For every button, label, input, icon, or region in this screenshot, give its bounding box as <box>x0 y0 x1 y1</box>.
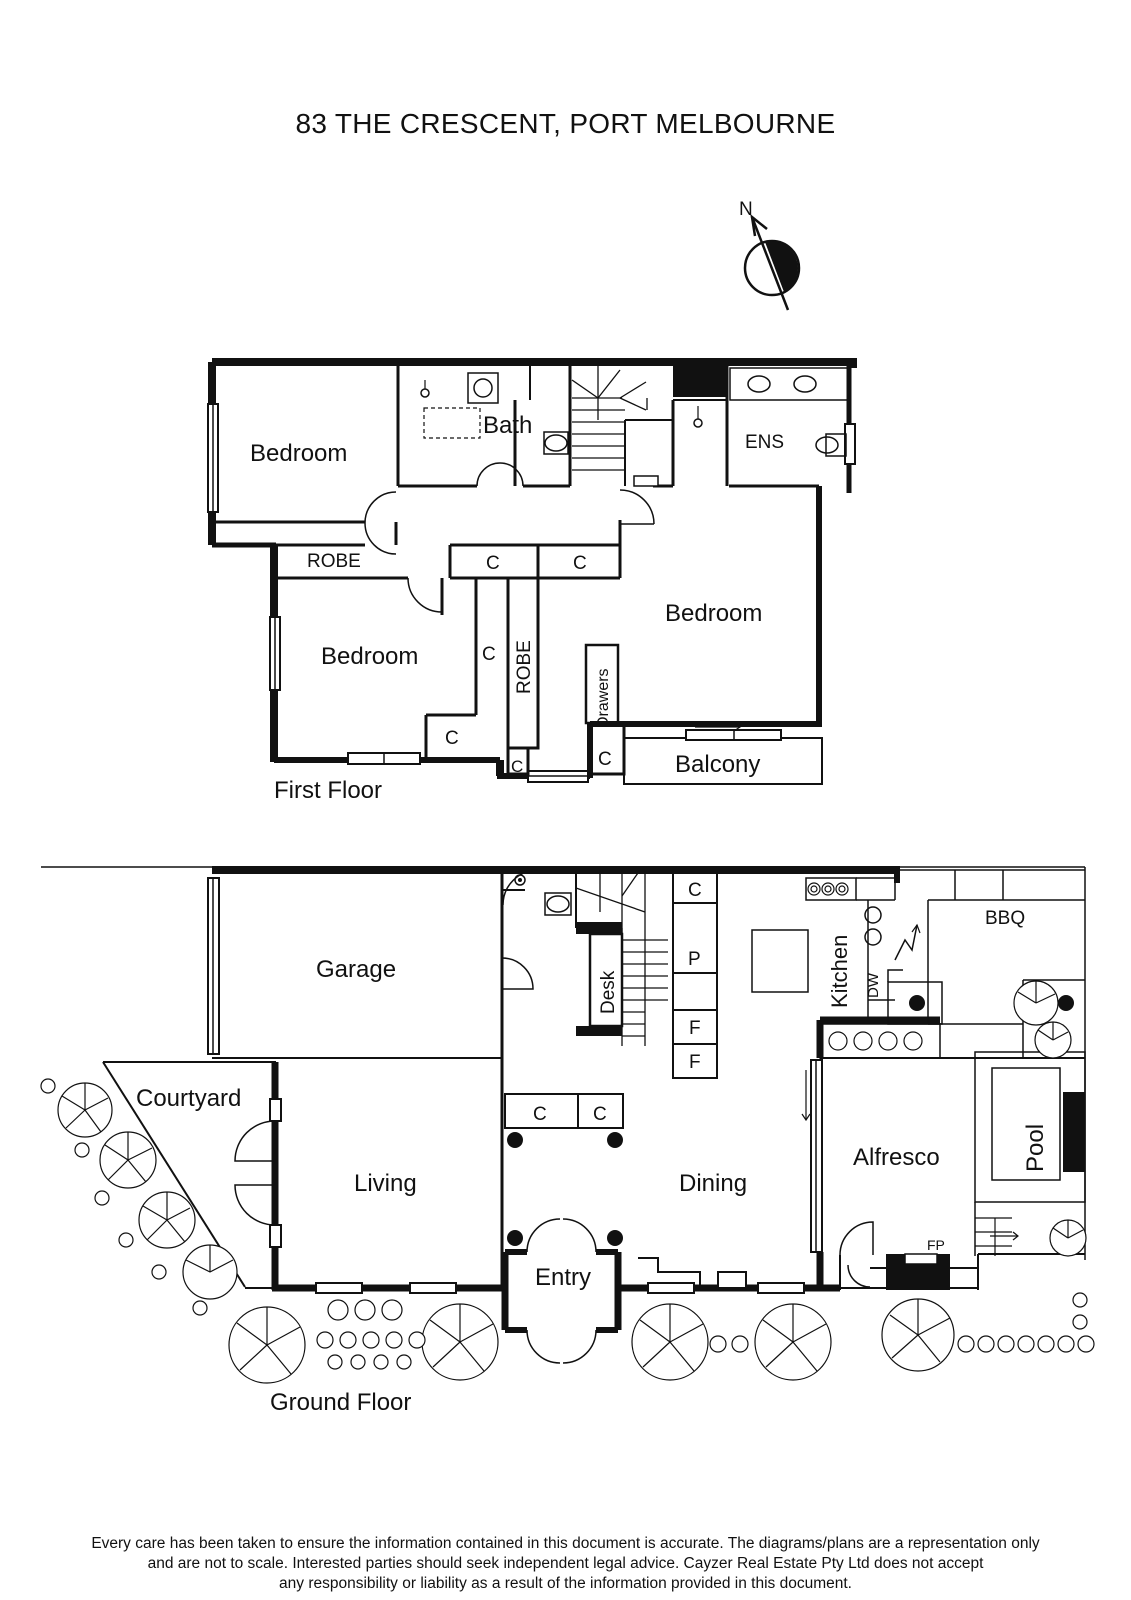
disclaimer-line-1: Every care has been taken to ensure the … <box>91 1535 1040 1552</box>
gf-kitchen-label: Kitchen <box>827 935 852 1008</box>
gf-f-2-label: F <box>689 1052 701 1073</box>
property-address-title: 83 THE CRESCENT, PORT MELBOURNE <box>295 108 836 139</box>
ground-floor-label: Ground Floor <box>270 1389 411 1416</box>
north-compass-icon: N <box>739 199 801 311</box>
disclaimer-line-3: any responsibility or liability as a res… <box>279 1575 852 1592</box>
ff-c-5-label: C <box>511 757 523 776</box>
ff-bath-label: Bath <box>483 412 532 439</box>
gf-dining-label: Dining <box>679 1170 747 1197</box>
gf-dw-label: DW <box>865 972 882 998</box>
ff-c-1-label: C <box>486 553 500 574</box>
ff-c-4-label: C <box>445 728 459 749</box>
ff-bedroom-1-label: Bedroom <box>250 440 347 467</box>
gf-f-1-label: F <box>689 1018 701 1039</box>
landscaping-trees <box>40 980 1095 1384</box>
ground-floor-plan <box>41 866 1086 1364</box>
ff-bedroom-2-label: Bedroom <box>665 600 762 627</box>
ff-robe-1-label: ROBE <box>307 551 361 572</box>
gf-living-label: Living <box>354 1170 417 1197</box>
gf-courtyard-label: Courtyard <box>136 1085 241 1112</box>
first-floor-plan <box>207 358 857 785</box>
gf-c-1-label: C <box>688 880 702 901</box>
gf-c-2-label: C <box>533 1104 547 1125</box>
disclaimer-line-2: and are not to scale. Interested parties… <box>147 1555 984 1572</box>
ff-c-2-label: C <box>573 553 587 574</box>
gf-garage-label: Garage <box>316 956 396 983</box>
gf-entry-label: Entry <box>535 1264 591 1291</box>
ff-ens-label: ENS <box>745 432 784 453</box>
gf-p-label: P <box>688 949 701 970</box>
gf-bbq-label: BBQ <box>985 908 1025 929</box>
gf-pool-label: Pool <box>1022 1124 1049 1172</box>
gf-fp-label: FP <box>927 1237 945 1253</box>
ff-c-6-label: C <box>598 749 612 770</box>
ff-bedroom-3-label: Bedroom <box>321 643 418 670</box>
gf-desk-label: Desk <box>598 970 619 1014</box>
ff-drawers-label: Drawers <box>595 668 612 728</box>
gf-c-3-label: C <box>593 1104 607 1125</box>
first-floor-label: First Floor <box>274 777 382 804</box>
ff-c-3-label: C <box>482 644 496 665</box>
ff-balcony-label: Balcony <box>675 751 760 778</box>
ff-robe-2-label: ROBE <box>514 640 535 694</box>
legal-disclaimer: Every care has been taken to ensure the … <box>20 1534 1111 1594</box>
north-label: N <box>739 199 753 220</box>
gf-alfresco-label: Alfresco <box>853 1144 940 1171</box>
